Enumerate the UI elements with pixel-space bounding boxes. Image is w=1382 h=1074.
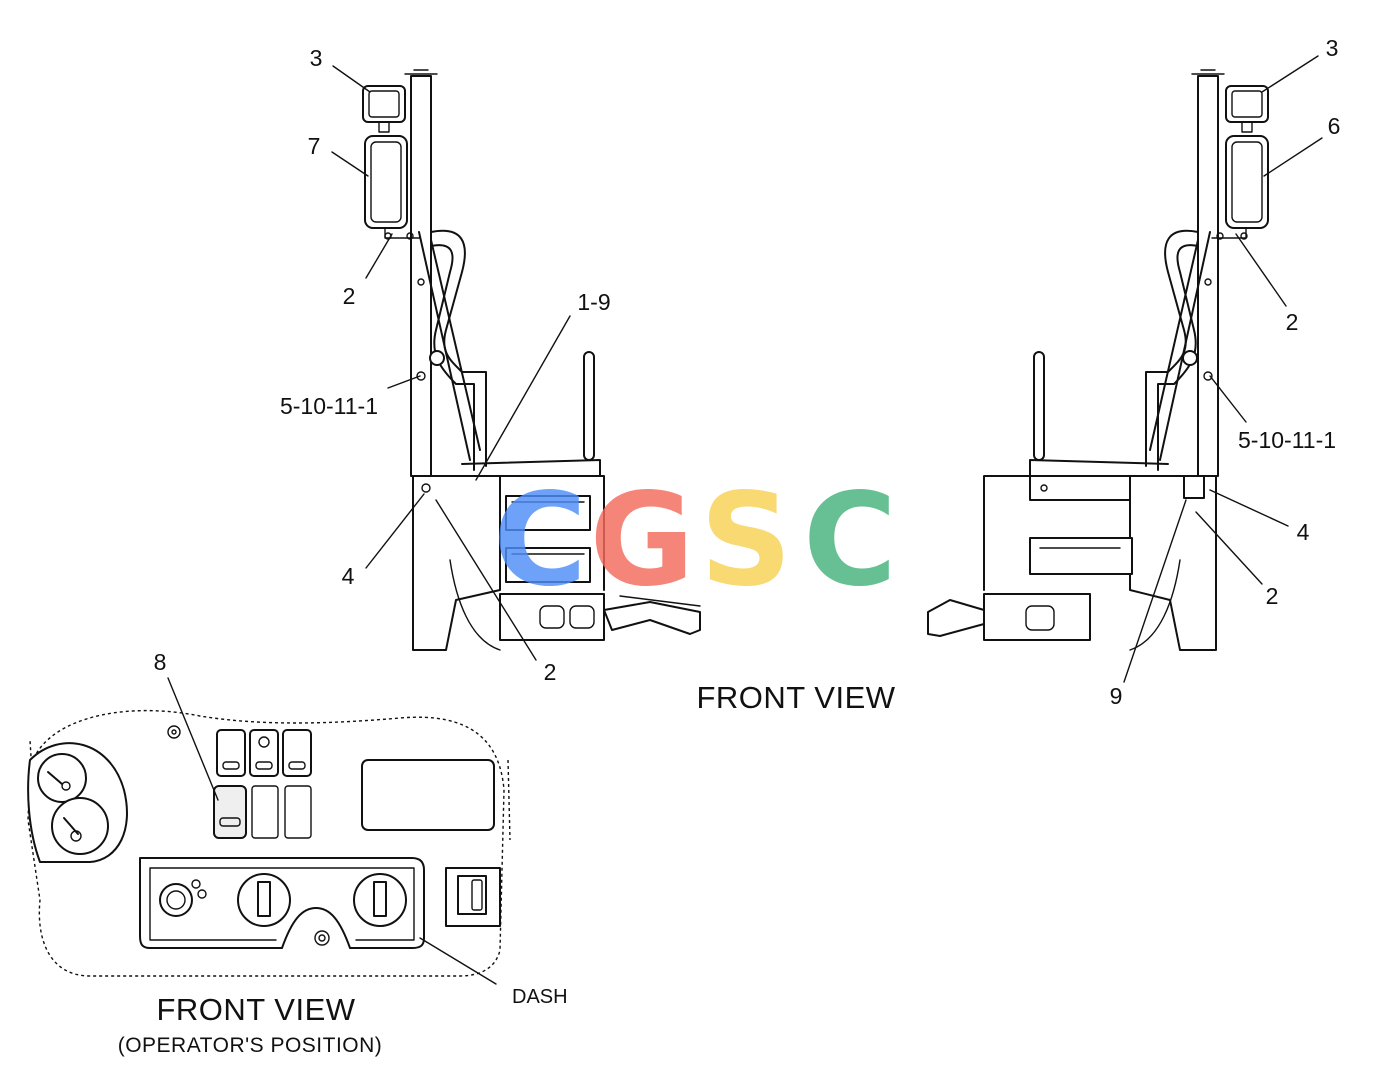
callout-labels: 3 7 2 1-9 5-10-11-1 4 2 3 6 2 5-10-11-1 … (154, 35, 1341, 1008)
watermark-letter: C (493, 466, 587, 615)
callout-left-2-lower: 2 (544, 659, 557, 685)
callout-right-2-upper: 2 (1286, 309, 1299, 335)
left-leader-lines (331, 65, 571, 661)
callout-right-9: 9 (1110, 683, 1123, 709)
lower-control-panel (139, 857, 425, 949)
callout-dash-8: 8 (154, 649, 167, 675)
callout-right-3: 3 (1326, 35, 1339, 61)
callout-right-6: 6 (1328, 113, 1341, 139)
watermark-letter: S (700, 466, 792, 615)
watermark-letter: C (803, 466, 897, 615)
callout-left-1-9: 1-9 (577, 289, 610, 315)
callout-left-2-upper: 2 (343, 283, 356, 309)
right-small-mirror (1225, 85, 1269, 133)
gauge-cluster (27, 742, 128, 863)
left-large-mirror (364, 135, 421, 240)
callout-left-3: 3 (310, 45, 323, 71)
operator-view-subtitle: (OPERATOR'S POSITION) (118, 1034, 383, 1057)
dash-side-box (445, 867, 501, 927)
dash-leader-lines (167, 677, 497, 985)
front-view-title: FRONT VIEW (696, 680, 895, 715)
dash-panel (27, 709, 511, 977)
callout-left-4: 4 (342, 563, 355, 589)
right-leader-lines (1123, 55, 1323, 683)
callout-left-7: 7 (308, 133, 321, 159)
left-small-mirror (362, 85, 406, 133)
callout-dash-label: DASH (512, 986, 568, 1008)
watermark-letter: G (589, 466, 694, 615)
callout-left-5-10-11-1: 5-10-11-1 (280, 393, 378, 419)
dash-rocker-switch-8 (213, 785, 247, 839)
switch-bank (213, 729, 312, 839)
callout-right-5-10-11-1: 5-10-11-1 (1238, 427, 1336, 453)
operator-view-title: FRONT VIEW (156, 992, 355, 1027)
dash-display (361, 759, 495, 831)
callout-right-2-lower: 2 (1266, 583, 1279, 609)
callout-right-4: 4 (1297, 519, 1310, 545)
right-mirror-assembly (927, 69, 1269, 651)
right-large-mirror (1211, 135, 1269, 240)
left-mirror-assembly (362, 69, 701, 651)
